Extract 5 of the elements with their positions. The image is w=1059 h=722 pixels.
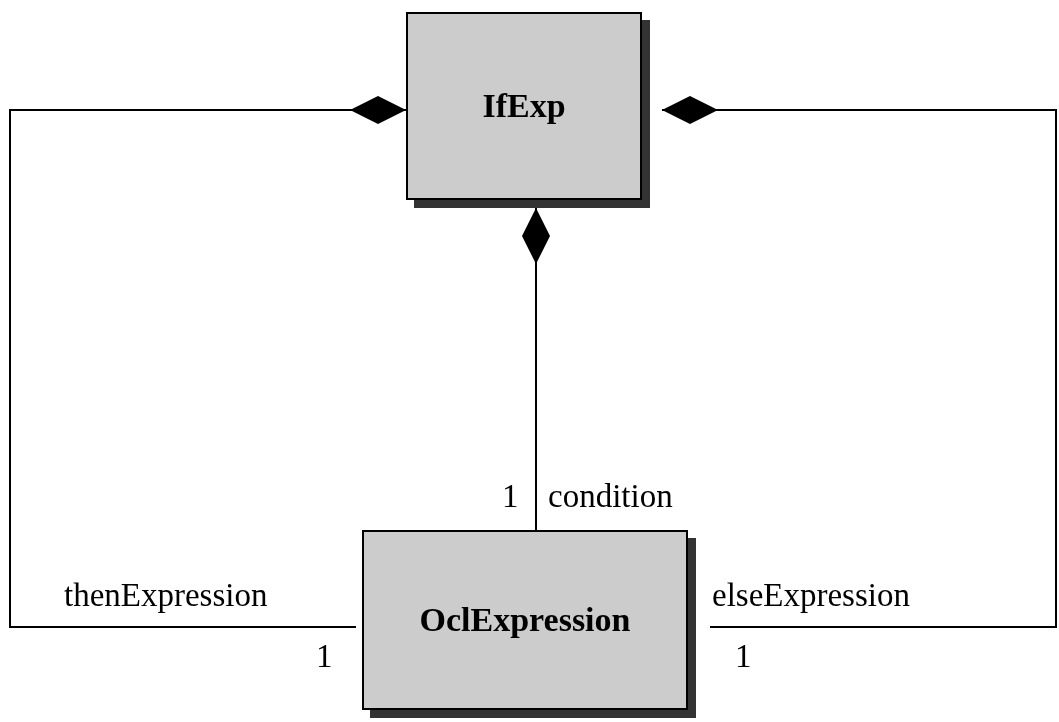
class-name: OclExpression [419, 601, 631, 639]
composition-connector [661, 96, 1057, 628]
composition-connector [9, 96, 407, 628]
class-name: IfExp [482, 87, 566, 125]
composition-connector [522, 207, 550, 531]
